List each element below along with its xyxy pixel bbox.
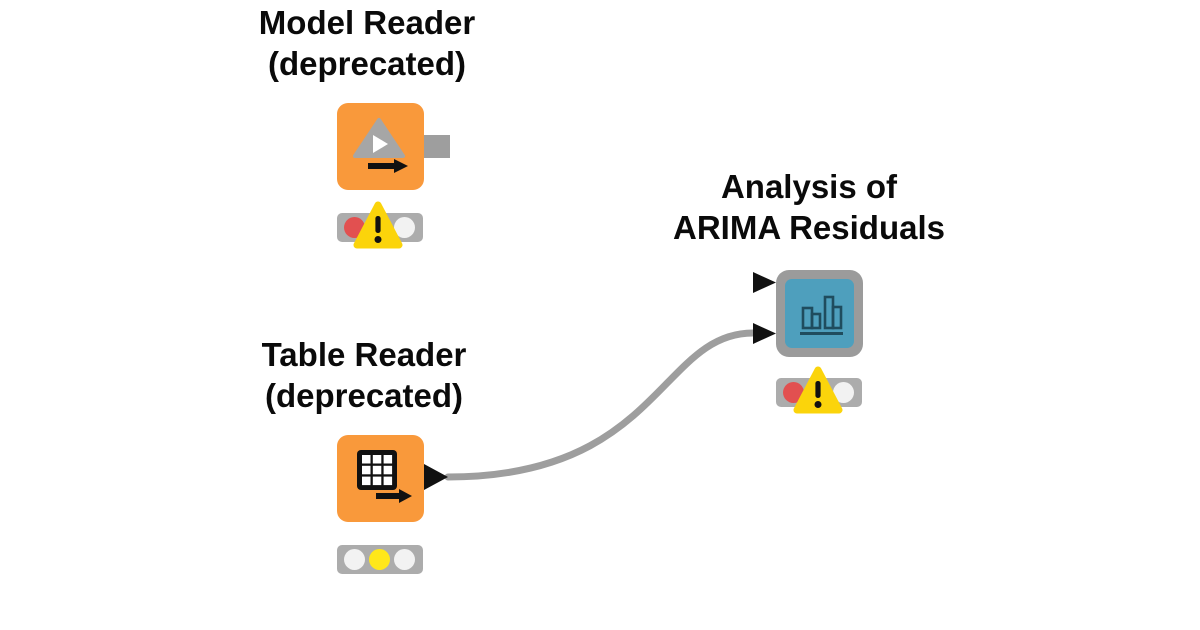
- node-label-line1: Table Reader: [261, 336, 467, 373]
- status-red-slot: [344, 549, 365, 570]
- node-label-line1: Analysis of: [720, 168, 898, 205]
- data-input-port-1[interactable]: [752, 271, 777, 294]
- node-label-table-reader: Table Reader (deprecated): [262, 334, 467, 416]
- status-traffic-light-table-reader: [337, 545, 423, 574]
- node-table-reader[interactable]: [337, 435, 424, 522]
- status-green-slot: [394, 549, 415, 570]
- model-reader-icon: [353, 118, 408, 173]
- node-label-line2: ARIMA Residuals: [673, 209, 945, 246]
- status-green-slot: [394, 217, 415, 238]
- node-label-line1: Model Reader: [258, 4, 476, 41]
- warning-triangle-icon: [353, 201, 403, 249]
- node-label-line2: (deprecated): [264, 377, 464, 414]
- model-output-port[interactable]: [424, 135, 450, 158]
- bar-chart-icon: [800, 295, 843, 335]
- status-red-light: [783, 382, 804, 403]
- node-label-model-reader: Model Reader (deprecated): [259, 2, 475, 84]
- connection-wire[interactable]: [430, 315, 770, 490]
- data-output-port[interactable]: [423, 463, 449, 491]
- warning-triangle-icon: [793, 366, 843, 414]
- node-model-reader[interactable]: [337, 103, 424, 190]
- table-reader-icon: [357, 450, 412, 503]
- status-yellow-light: [369, 549, 390, 570]
- node-analysis-arima-residuals[interactable]: [776, 270, 863, 357]
- status-green-slot: [833, 382, 854, 403]
- data-input-port-2[interactable]: [752, 322, 777, 345]
- node-label-line2: (deprecated): [267, 45, 467, 82]
- component-body: [785, 279, 854, 348]
- node-label-analysis-arima-residuals: Analysis of ARIMA Residuals: [673, 166, 945, 248]
